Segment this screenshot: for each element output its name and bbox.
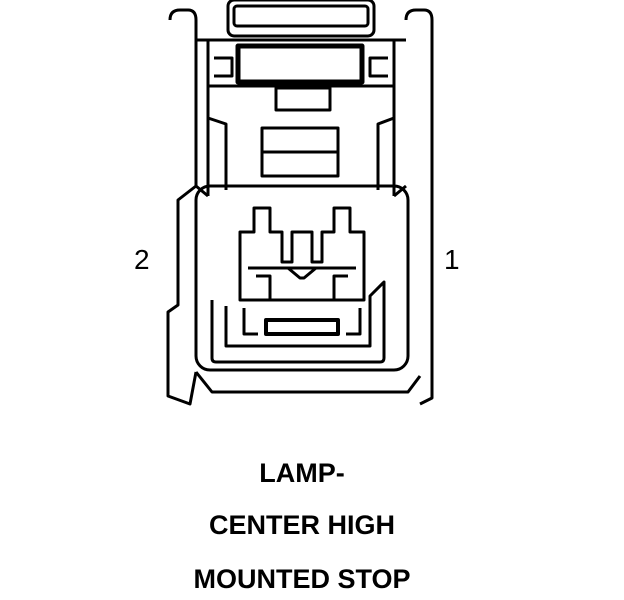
terminal-details [248, 266, 356, 300]
caption-line-1: LAMP- [259, 458, 345, 488]
left-inner-wall [195, 38, 210, 198]
upper-housing [206, 86, 396, 190]
left-side-rail [166, 8, 198, 406]
right-side-rail [404, 8, 434, 406]
caption-line-2: CENTER HIGH [208, 510, 395, 540]
pin-2-label: 2 [134, 244, 150, 275]
lock-tab [274, 86, 332, 112]
seal-slot [264, 318, 340, 336]
terminal-cavity [238, 206, 366, 302]
housing-skirt [194, 371, 422, 394]
lower-housing [194, 184, 410, 372]
latch-side-tabs [214, 56, 388, 78]
right-inner-wall [392, 38, 407, 198]
top-latch-inner [232, 4, 370, 28]
seal-outline [210, 280, 386, 364]
seal-inner [242, 308, 362, 336]
top-latch [226, 0, 376, 38]
pin-1-label: 1 [444, 244, 460, 275]
caption-line-3: MOUNTED STOP [193, 564, 411, 594]
latch-window [235, 43, 365, 85]
